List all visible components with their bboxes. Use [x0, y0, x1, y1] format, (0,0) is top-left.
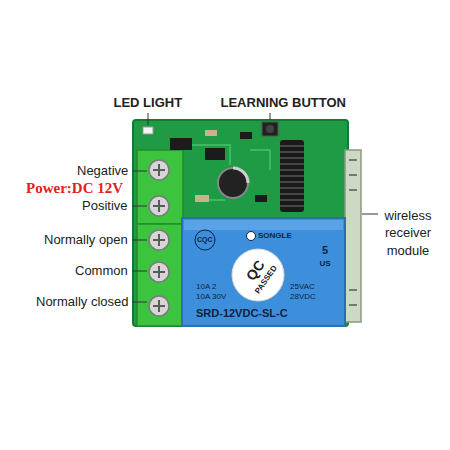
- relay-rating: 10A 2: [196, 282, 216, 292]
- callout-label: LED LIGHT: [114, 95, 183, 111]
- transistor: [255, 195, 267, 202]
- songle-logo: [247, 232, 256, 241]
- callout-label: LEARNING BUTTON: [221, 95, 346, 111]
- power-label: Power:DC 12V: [26, 179, 123, 197]
- button-cap: [266, 125, 274, 133]
- screw-slot: [153, 234, 165, 246]
- cqc-mark: [195, 230, 215, 250]
- leader-line: [132, 240, 147, 241]
- resistor: [195, 195, 209, 202]
- pcb-trace: [190, 145, 270, 200]
- relay-rating: 28VDC: [290, 292, 316, 302]
- leader-line: [362, 214, 378, 215]
- qc-stamp: [232, 249, 284, 301]
- terminal-label: Common: [75, 263, 128, 279]
- leader-line: [132, 171, 147, 172]
- terminal-block: [137, 224, 183, 326]
- relay-brand: SONGLE: [258, 231, 292, 241]
- leader-lines: [132, 113, 378, 302]
- leader-line: [132, 302, 147, 303]
- screw: [149, 160, 169, 180]
- capacitor-stripe: [233, 168, 248, 183]
- capacitor: [218, 168, 248, 198]
- leader-line: [132, 271, 147, 272]
- terminal-screws: [149, 160, 169, 316]
- screw-slot: [153, 200, 165, 212]
- screw-slot: [153, 266, 165, 278]
- terminal-block: [137, 150, 183, 224]
- pcb: [133, 120, 348, 326]
- regulator-chip: [170, 138, 192, 150]
- antenna-coil: [280, 140, 304, 212]
- coil-turns: [280, 146, 304, 206]
- screw: [149, 230, 169, 250]
- relay: [182, 218, 345, 326]
- screw: [149, 262, 169, 282]
- relay-top: [184, 220, 343, 230]
- receiver-module: [345, 150, 361, 322]
- relay-marking: CQC: [197, 236, 213, 244]
- screw-slots: [153, 164, 165, 312]
- relay-rating: 10A 30V: [196, 292, 226, 302]
- leader-line: [132, 206, 147, 207]
- relay-marking: 5: [322, 244, 328, 257]
- relay-rating: 25VAC: [290, 282, 315, 292]
- leader-line: [148, 113, 149, 125]
- screw-slot: [153, 164, 165, 176]
- module-pins: [349, 160, 357, 305]
- resistor: [205, 130, 217, 136]
- terminal-label: Normally closed: [36, 294, 128, 310]
- screw-slot: [153, 300, 165, 312]
- chip: [205, 148, 225, 160]
- led: [143, 127, 153, 134]
- terminal-label: Negative: [77, 163, 128, 179]
- screw: [149, 196, 169, 216]
- leader-line: [270, 113, 271, 120]
- terminal-label: Normally open: [44, 232, 128, 248]
- screw: [149, 296, 169, 316]
- terminal-label: Positive: [82, 198, 128, 214]
- learning-button: [262, 122, 278, 136]
- chip: [240, 132, 252, 139]
- callout-label: wireless receiver module: [375, 207, 441, 260]
- relay-marking: US: [320, 259, 331, 269]
- relay-model: SRD-12VDC-SL-C: [196, 307, 288, 320]
